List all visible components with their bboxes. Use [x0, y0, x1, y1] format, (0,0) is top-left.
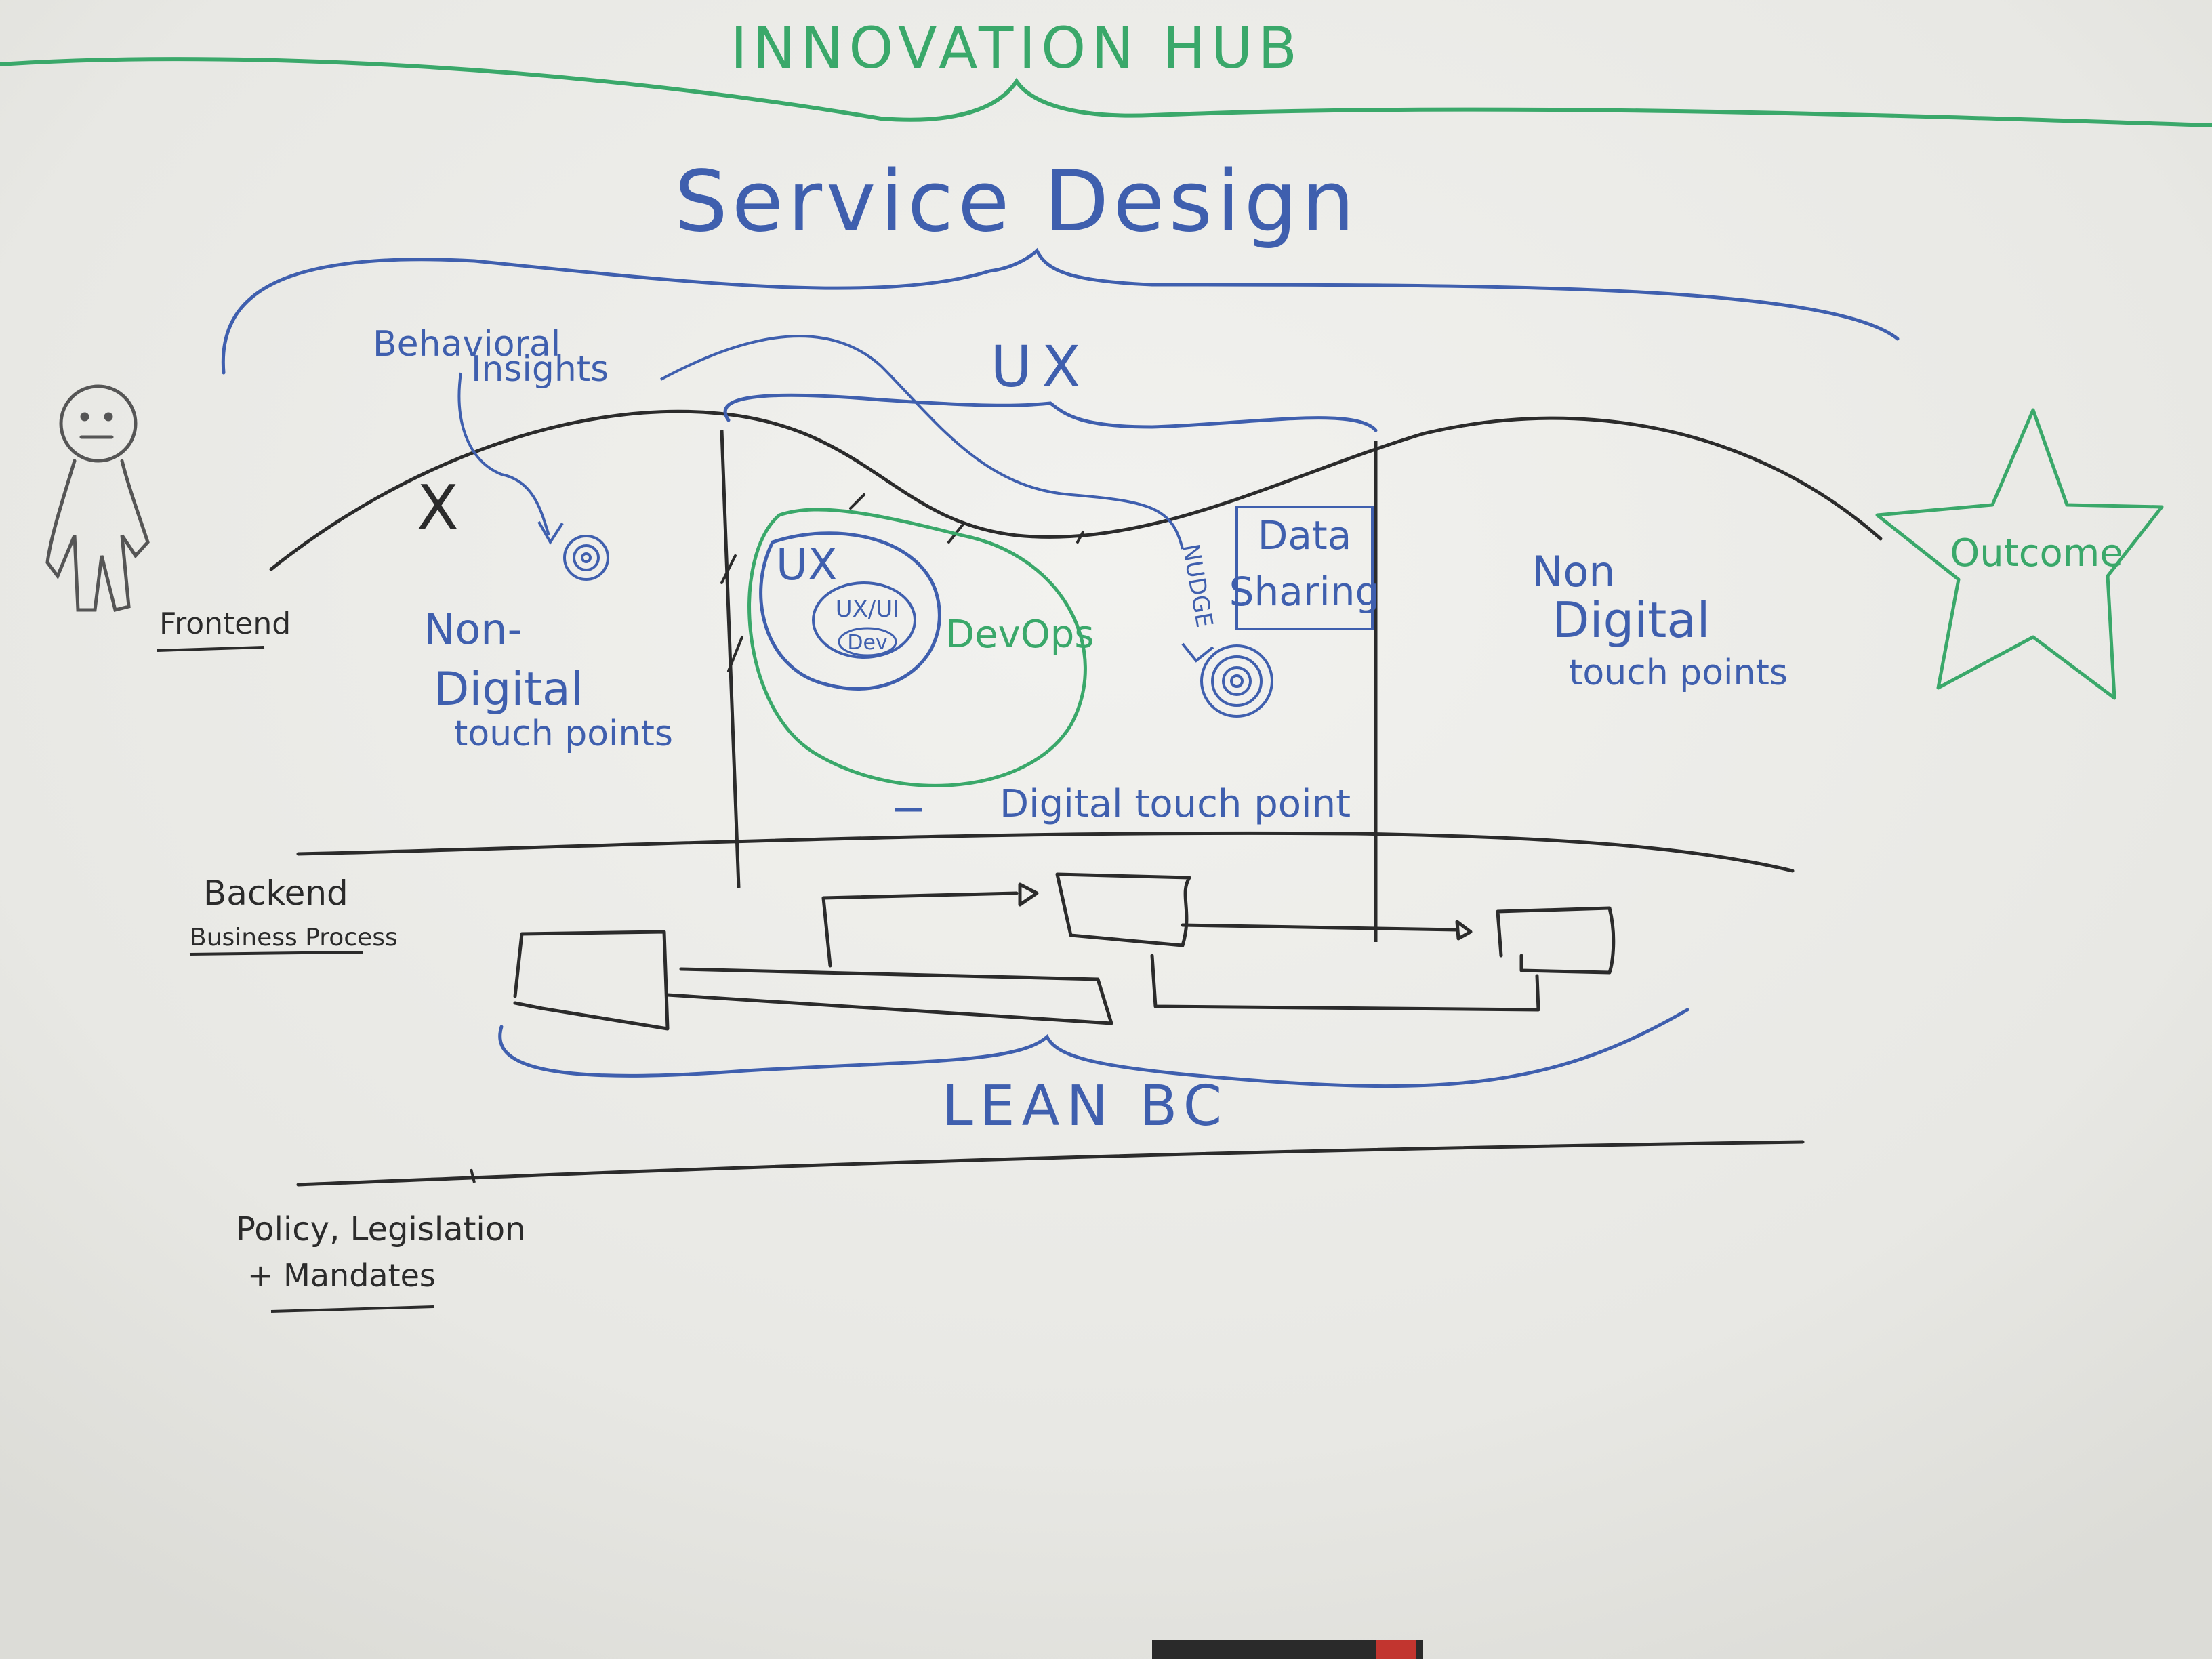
process-box-3 — [1055, 872, 1191, 947]
outcome-label: Outcome — [1950, 531, 2123, 575]
process-arrow-1 — [1018, 882, 1039, 907]
right-ndtp-line2: Digital — [1552, 592, 1711, 649]
backend-line2: Business Process — [190, 924, 398, 951]
left-ndtp-line2: Digital — [434, 663, 583, 716]
dev-label: Dev — [847, 631, 887, 655]
left-ndtp-line1: Non- — [424, 605, 523, 654]
policy-tick — [470, 1168, 476, 1183]
digital-touchpoint-label: Digital touch point — [1000, 782, 1351, 826]
frontend-underline — [157, 646, 265, 652]
process-box-4 — [1496, 906, 1616, 975]
target-icon-left — [563, 535, 609, 581]
ux-top-label: UX — [990, 333, 1090, 400]
lean-bc-label: LEAN BC — [942, 1074, 1229, 1139]
frontend-label: Frontend — [159, 607, 291, 641]
user-stick-figure — [45, 384, 150, 613]
data-sharing-line2: Sharing — [1229, 569, 1380, 615]
backend-line1: Backend — [203, 874, 348, 913]
dev-ellipse — [838, 627, 897, 657]
process-connector-1 — [665, 967, 1113, 1025]
process-flow — [513, 872, 1616, 1031]
policy-underline — [270, 1305, 434, 1313]
process-connector-2 — [1181, 923, 1459, 932]
x-mark: X — [417, 472, 459, 544]
inner-ux-label: UX — [776, 540, 838, 590]
backend-policy-divider — [296, 1140, 1805, 1187]
process-box-2 — [821, 891, 1019, 968]
insights-label: Insights — [471, 349, 609, 390]
behavioral-arrowhead — [537, 521, 564, 545]
process-connector-3 — [1150, 954, 1540, 1012]
data-sharing-box — [1235, 506, 1374, 630]
innovation-hub-title: INNOVATION HUB — [731, 15, 1303, 81]
ux-top-brace — [723, 393, 1378, 432]
process-arrow-2 — [1455, 920, 1473, 941]
right-ndtp-line1: Non — [1532, 547, 1616, 596]
innovation-hub-brace — [0, 57, 2212, 127]
marker-cap — [1376, 1640, 1416, 1659]
devops-circle — [747, 508, 1087, 787]
ux-swoosh-line — [660, 335, 1184, 550]
process-box-1 — [513, 930, 670, 1031]
behavioral-arrow — [457, 372, 550, 536]
backend-underline — [189, 951, 363, 956]
lean-bc-brace — [498, 1008, 1689, 1088]
frontend-curve — [269, 409, 1883, 571]
digital-left-divider — [720, 430, 741, 888]
right-ndtp-line3: touch points — [1569, 653, 1788, 693]
ux-inner-circle — [759, 531, 941, 691]
service-design-title: Service Design — [674, 153, 1359, 251]
behavioral-label: Behavioral — [373, 324, 560, 365]
left-ndtp-line3: touch points — [454, 714, 673, 754]
service-design-brace — [221, 247, 1900, 375]
devops-label: DevOps — [945, 613, 1094, 657]
nudge-arrowhead — [1181, 642, 1214, 663]
outcome-star — [1875, 408, 2164, 700]
frontend-backend-divider — [296, 831, 1795, 873]
data-sharing-line1: Data — [1258, 512, 1352, 558]
target-icon-right — [1200, 644, 1273, 718]
uxui-label: UX/UI — [836, 596, 900, 623]
uxui-ellipse — [812, 581, 916, 659]
policy-line2: + Mandates — [247, 1257, 436, 1294]
policy-line1: Policy, Legislation — [236, 1210, 526, 1248]
